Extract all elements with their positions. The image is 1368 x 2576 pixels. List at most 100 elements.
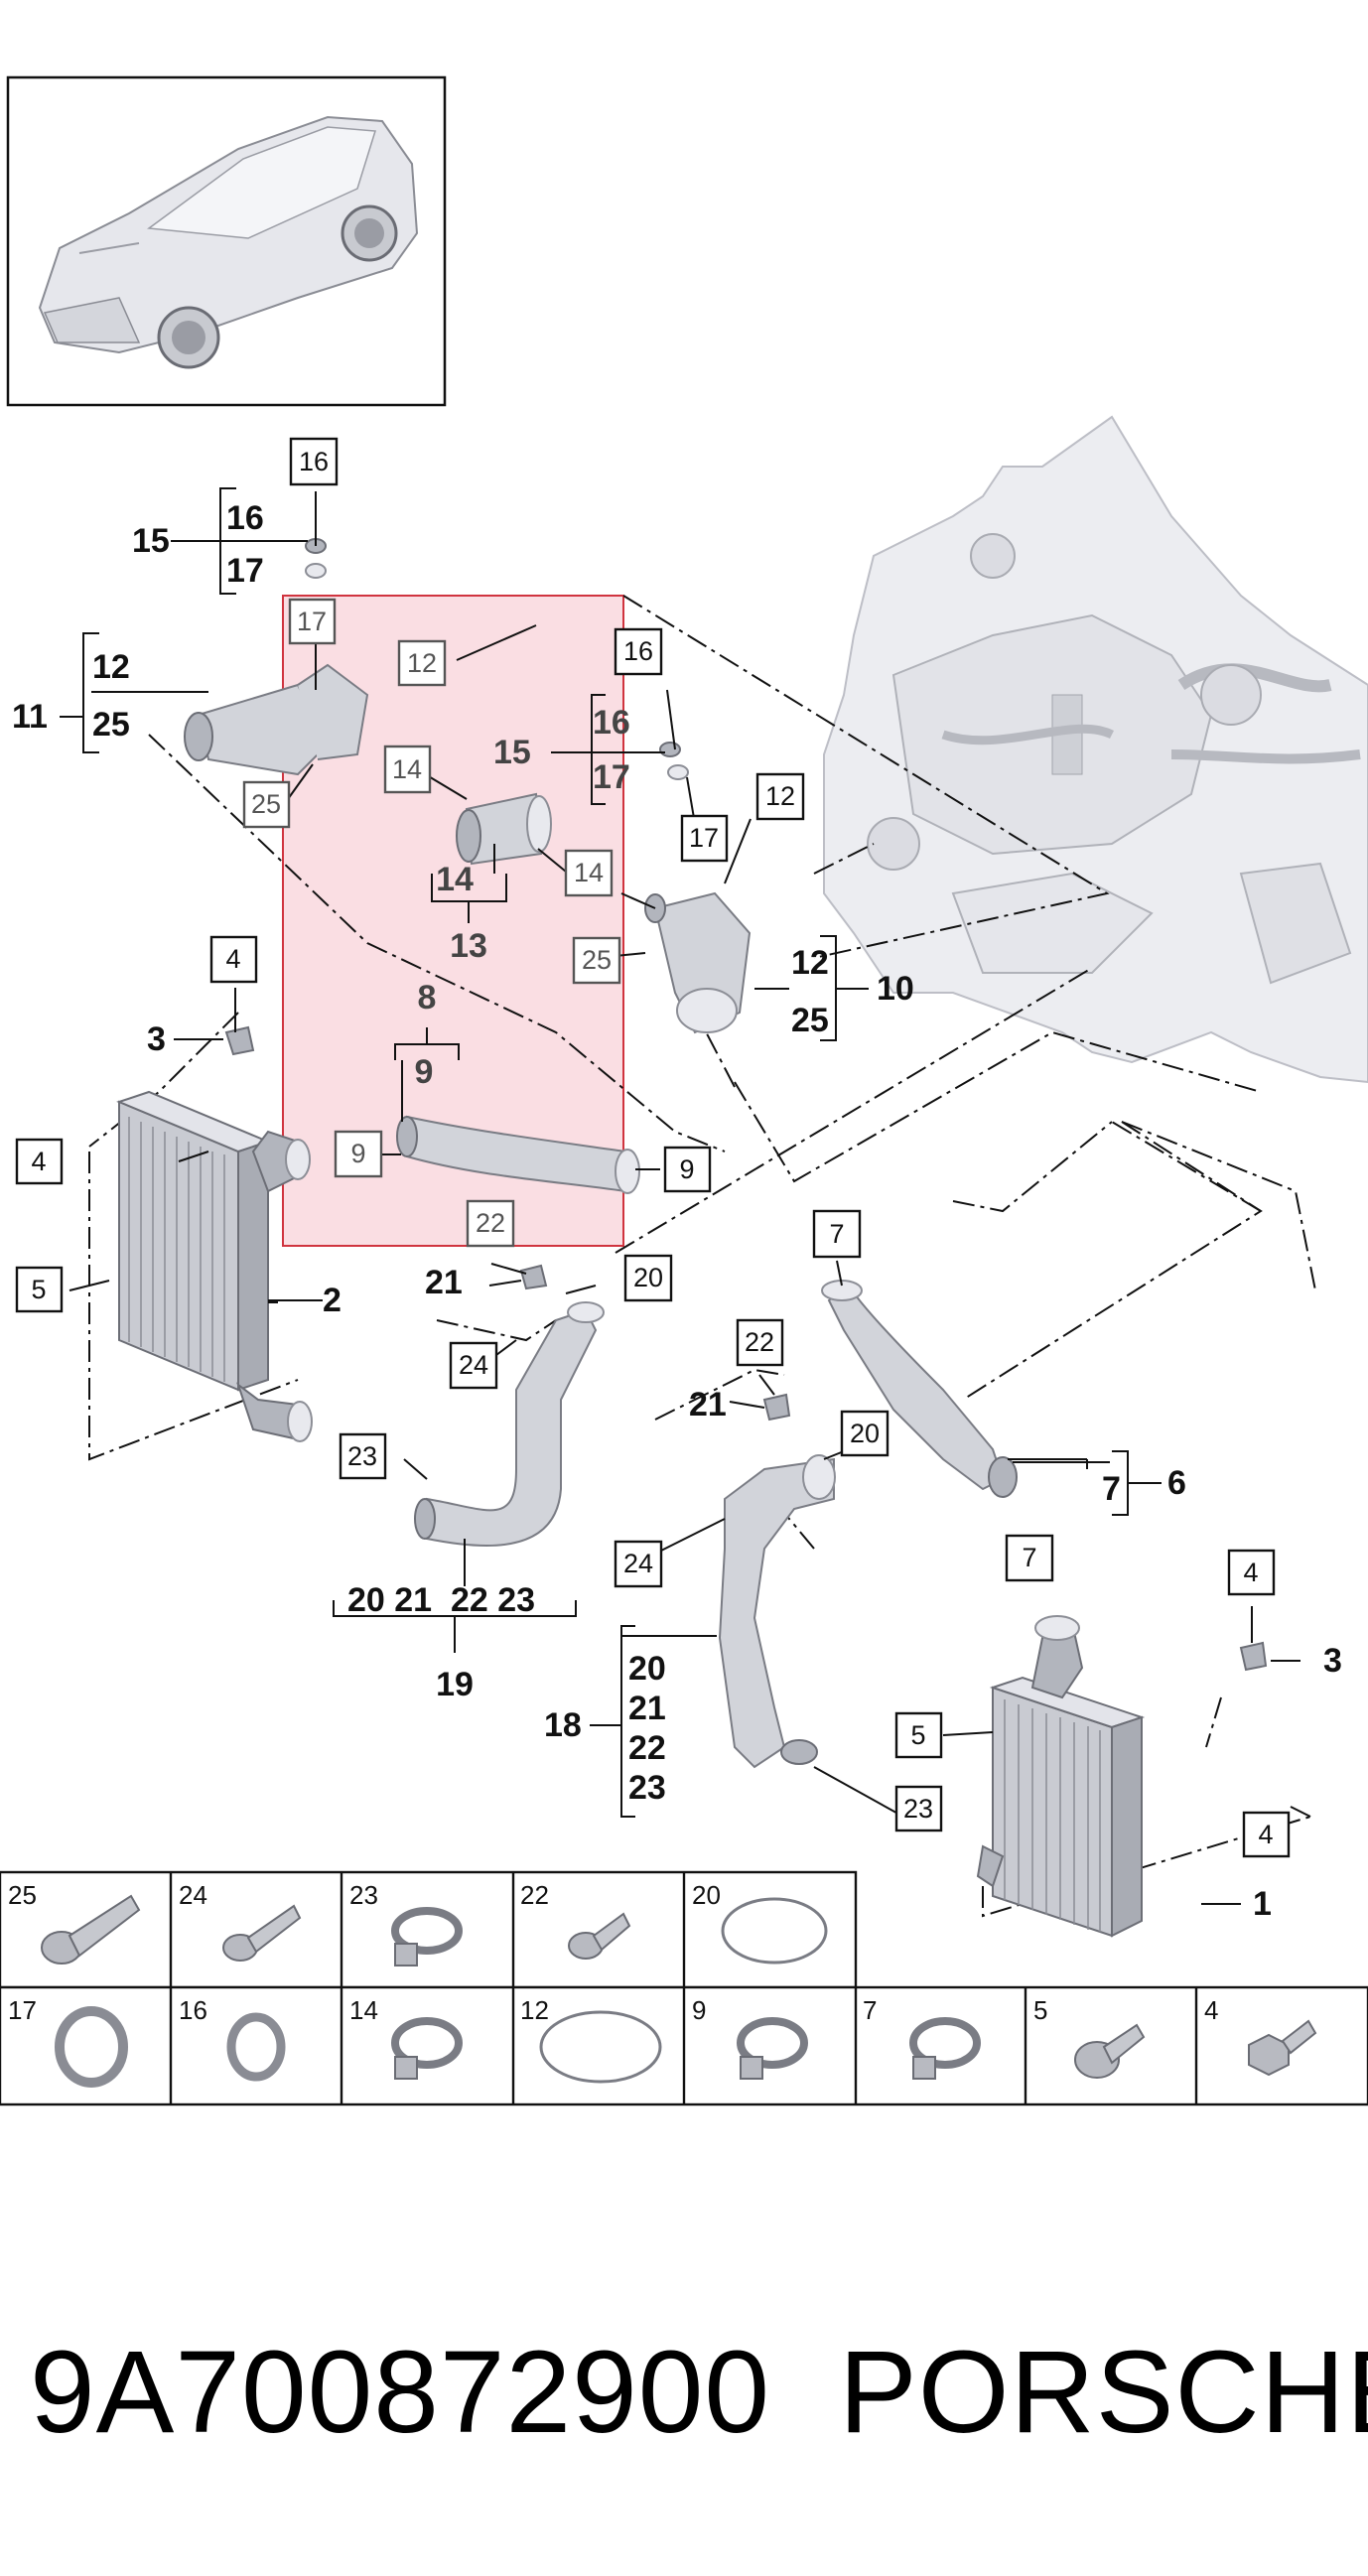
- grid-cell-24: 24: [179, 1880, 302, 1962]
- callout-5b: 5: [894, 1711, 943, 1759]
- o-ring-icon: [55, 2006, 128, 2088]
- svg-text:23: 23: [347, 1441, 377, 1471]
- callout-24b: 24: [614, 1540, 663, 1588]
- svg-text:14: 14: [574, 858, 604, 887]
- label-3b: 3: [1323, 1642, 1342, 1680]
- group-8-item-9: 9: [415, 1053, 434, 1091]
- svg-text:4: 4: [1204, 1995, 1218, 2025]
- svg-text:4: 4: [1243, 1558, 1258, 1587]
- bolt-icon: [568, 1912, 631, 1960]
- group-6: 6 7: [1013, 1450, 1186, 1516]
- svg-text:9: 9: [679, 1154, 694, 1184]
- grid-cell-4: 4: [1204, 1995, 1317, 2077]
- svg-text:9: 9: [350, 1139, 365, 1168]
- group-11: 11 12 25: [12, 632, 208, 753]
- bolt-icon: [222, 1904, 302, 1962]
- svg-text:12: 12: [765, 781, 795, 811]
- group-13-label: 13: [450, 927, 487, 965]
- callout-4a: 4: [209, 935, 258, 984]
- group-15: 15 16 17: [132, 487, 308, 595]
- bolt-icon: [1074, 2023, 1146, 2079]
- group-11-label: 11: [12, 698, 48, 736]
- group-10-item-12: 12: [791, 944, 829, 982]
- callout-23a: 23: [339, 1432, 387, 1480]
- callout-7b: 7: [1005, 1534, 1054, 1582]
- group-18-item-23: 23: [628, 1769, 666, 1807]
- callout-20b: 20: [840, 1410, 889, 1457]
- group-11-item-12: 12: [92, 648, 130, 686]
- svg-text:23: 23: [903, 1794, 933, 1824]
- group-10: 10 12 25: [754, 935, 914, 1041]
- engine-illustration: [823, 415, 1368, 1084]
- grid-cell-5: 5: [1033, 1995, 1146, 2079]
- group-18-item-21: 21: [628, 1690, 666, 1727]
- group-15-item-16: 16: [226, 499, 264, 537]
- callout-14b: 14: [564, 849, 614, 897]
- car-thumbnail: [6, 75, 447, 407]
- callout-4b: 4: [15, 1138, 64, 1185]
- label-3a: 3: [147, 1020, 166, 1058]
- parts-grid: 25 24 23 22: [0, 1870, 1368, 2106]
- group-8: 8 9: [394, 979, 460, 1122]
- grid-cell-22: 22: [520, 1880, 631, 1960]
- o-ring-icon: [226, 2012, 286, 2082]
- svg-text:17: 17: [689, 823, 719, 853]
- charge-air-pipes: [184, 538, 1268, 1769]
- svg-text:22: 22: [745, 1327, 774, 1357]
- svg-text:7: 7: [829, 1219, 844, 1249]
- callout-5a: 5: [15, 1266, 64, 1313]
- svg-text:9: 9: [692, 1995, 706, 2025]
- svg-text:23: 23: [349, 1880, 378, 1910]
- callout-9a: 9: [334, 1130, 383, 1178]
- grid-cell-20: 20: [692, 1880, 828, 1965]
- svg-text:14: 14: [349, 1995, 378, 2025]
- svg-text:24: 24: [623, 1549, 653, 1578]
- callout-14a: 14: [383, 745, 432, 794]
- callout-12b: 12: [755, 772, 805, 821]
- svg-text:24: 24: [459, 1350, 488, 1380]
- group-15-item-17: 17: [226, 552, 264, 590]
- svg-text:25: 25: [582, 945, 612, 975]
- group-18-item-20: 20: [628, 1650, 666, 1688]
- svg-text:7: 7: [1022, 1543, 1036, 1572]
- group-15b-item-16: 16: [593, 704, 630, 742]
- callout-4d: 4: [1242, 1811, 1291, 1858]
- callout-4c: 4: [1227, 1549, 1276, 1596]
- svg-text:17: 17: [8, 1995, 37, 2025]
- callout-boxes: 16 17 12 25 14 14 16 17 12 25 4 4 5 9 9 …: [15, 437, 1291, 1858]
- footer: 9A700872900 PORSCHE: [0, 2323, 1368, 2462]
- svg-text:22: 22: [520, 1880, 549, 1910]
- callout-25b: 25: [572, 936, 621, 985]
- seal-ring-icon: [721, 1897, 828, 1965]
- svg-text:20: 20: [633, 1263, 663, 1292]
- group-10-item-25: 25: [791, 1002, 829, 1039]
- group-15b: 15 16 17: [493, 694, 665, 805]
- callout-9b: 9: [663, 1146, 712, 1193]
- svg-text:24: 24: [179, 1880, 207, 1910]
- svg-text:4: 4: [1258, 1820, 1273, 1849]
- callout-22a: 22: [466, 1199, 515, 1248]
- callout-25a: 25: [242, 780, 291, 829]
- callout-17b: 17: [680, 814, 729, 863]
- svg-text:5: 5: [910, 1720, 925, 1750]
- label-21a: 21: [425, 1264, 463, 1301]
- callout-22b: 22: [736, 1318, 784, 1367]
- svg-text:14: 14: [392, 754, 422, 784]
- group-15-label: 15: [132, 522, 170, 560]
- svg-text:16: 16: [299, 447, 329, 476]
- group-18-label: 18: [544, 1706, 582, 1744]
- group-11-item-25: 25: [92, 706, 130, 744]
- bolt-icon: [1248, 2019, 1317, 2077]
- group-19-label: 19: [436, 1666, 474, 1703]
- callout-7a: 7: [812, 1209, 862, 1259]
- group-6-item-7: 7: [1102, 1470, 1121, 1508]
- grid-cell-23: 23: [349, 1880, 463, 1966]
- seal-ring-icon: [539, 2010, 662, 2084]
- hose-clamp-icon: [391, 2017, 463, 2080]
- callout-23b: 23: [894, 1785, 943, 1832]
- svg-text:5: 5: [31, 1275, 46, 1304]
- dash-dot-guides: [88, 595, 1316, 1918]
- callout-20a: 20: [623, 1254, 673, 1302]
- grid-cell-7: 7: [863, 1995, 981, 2080]
